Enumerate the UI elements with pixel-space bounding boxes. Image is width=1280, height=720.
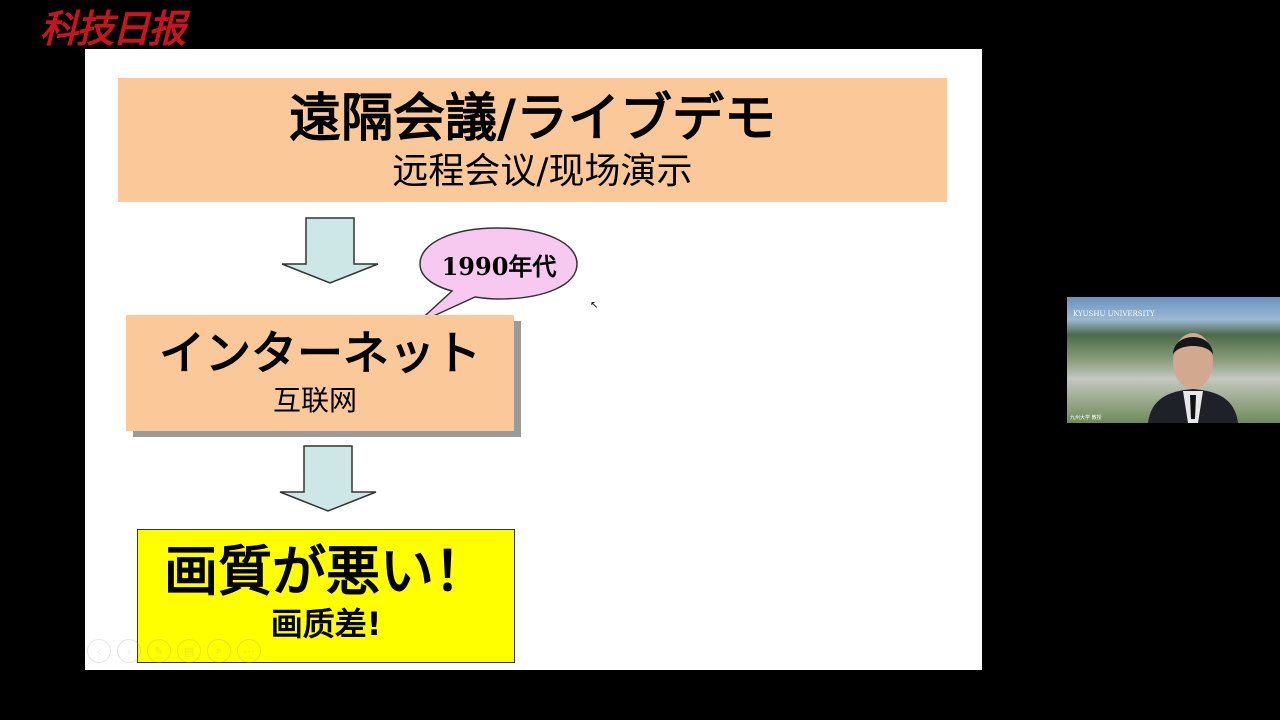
poor-quality-japanese: 画質が悪い！ (164, 540, 488, 603)
mouse-cursor-icon: ↖ (590, 300, 599, 311)
previous-icon[interactable]: ‹ (87, 639, 111, 663)
next-icon[interactable]: › (117, 639, 141, 663)
title-chinese: 远程会议/现场演示 (392, 151, 693, 192)
era-callout: 1990年代 (420, 230, 578, 300)
era-label: 1990年代 (441, 252, 557, 281)
slides-icon[interactable]: ▤ (177, 639, 201, 663)
down-arrow-icon (281, 217, 379, 284)
poor-quality-chinese: 画质差! (270, 605, 382, 643)
newspaper-logo: 科技日报 (40, 6, 186, 51)
pen-icon[interactable]: ✎ (147, 639, 171, 663)
speaker-avatar (1148, 333, 1238, 423)
zoom-icon[interactable]: ⌕ (207, 639, 231, 663)
slide-title-box: 遠隔会議/ライブデモ 远程会议/现场演示 (118, 78, 947, 202)
more-icon[interactable]: ⋯ (237, 639, 261, 663)
down-arrow-icon (279, 445, 377, 512)
poor-quality-box: 画質が悪い！ 画质差! (137, 529, 515, 663)
speech-bubble (415, 227, 578, 325)
slideshow-toolbar[interactable]: ‹ › ✎ ▤ ⌕ ⋯ (87, 639, 261, 663)
internet-japanese: インターネット (159, 326, 481, 380)
title-japanese: 遠隔会議/ライブデモ (289, 89, 776, 149)
internet-chinese: 互联网 (272, 384, 357, 417)
video-background-label: KYUSHU UNIVERSITY (1073, 310, 1155, 318)
participant-name: 九州大学 教授 (1070, 415, 1102, 421)
internet-box: インターネット 互联网 (126, 315, 514, 431)
presentation-slide: 遠隔会議/ライブデモ 远程会议/现场演示 1990年代 インターネット 互联网 … (85, 49, 982, 670)
speaker-video-thumbnail[interactable]: KYUSHU UNIVERSITY 九州大学 教授 (1067, 297, 1280, 423)
